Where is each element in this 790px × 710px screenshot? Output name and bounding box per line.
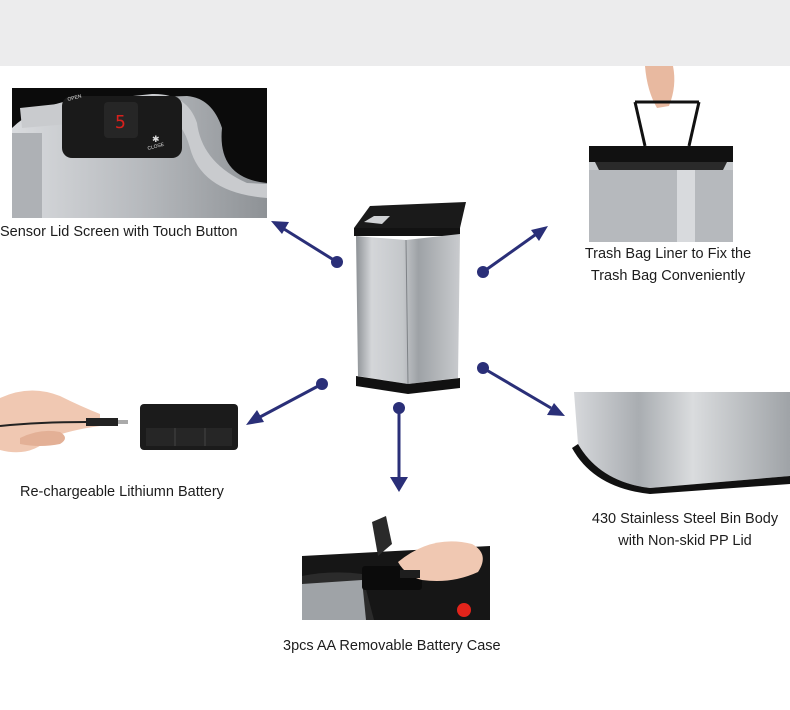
liner-caption: Trash Bag Liner to Fix the Trash Bag Con…: [568, 243, 768, 287]
liner-caption-line1: Trash Bag Liner to Fix the: [584, 246, 752, 262]
bin-body-caption-line1: 430 Stainless Steel Bin Body: [591, 511, 779, 527]
touch-icon: ✱: [152, 134, 160, 144]
top-band: [0, 0, 790, 66]
arrow-to-liner: [477, 226, 548, 278]
bin-body-caption: 430 Stainless Steel Bin Body with Non-sk…: [580, 508, 790, 552]
battery-case-photo: [302, 514, 490, 620]
battery-photo: [0, 378, 240, 462]
liner-photo: [585, 66, 737, 242]
bin-body-caption-line2: with Non-skid PP Lid: [618, 533, 752, 549]
arrow-to-bin-body: [477, 362, 565, 416]
open-label: OPEN: [67, 93, 83, 103]
sensor-lid-photo: 5 OPEN CLOSE ✱: [12, 88, 267, 218]
arrow-to-battery-case: [390, 402, 408, 492]
close-label: CLOSE: [147, 142, 166, 152]
trash-bin-photo: [350, 200, 468, 396]
arrow-to-battery: [246, 378, 328, 425]
liner-caption-line2: Trash Bag Conveniently: [590, 268, 746, 284]
bin-body-photo: [570, 392, 790, 500]
lid-display-digit: 5: [115, 112, 126, 133]
battery-case-caption: 3pcs AA Removable Battery Case: [283, 638, 501, 654]
battery-caption: Re-chargeable Lithiumn Battery: [20, 484, 224, 500]
sensor-lid-caption: Sensor Lid Screen with Touch Button: [0, 224, 238, 240]
arrow-to-sensor-lid: [271, 221, 343, 268]
